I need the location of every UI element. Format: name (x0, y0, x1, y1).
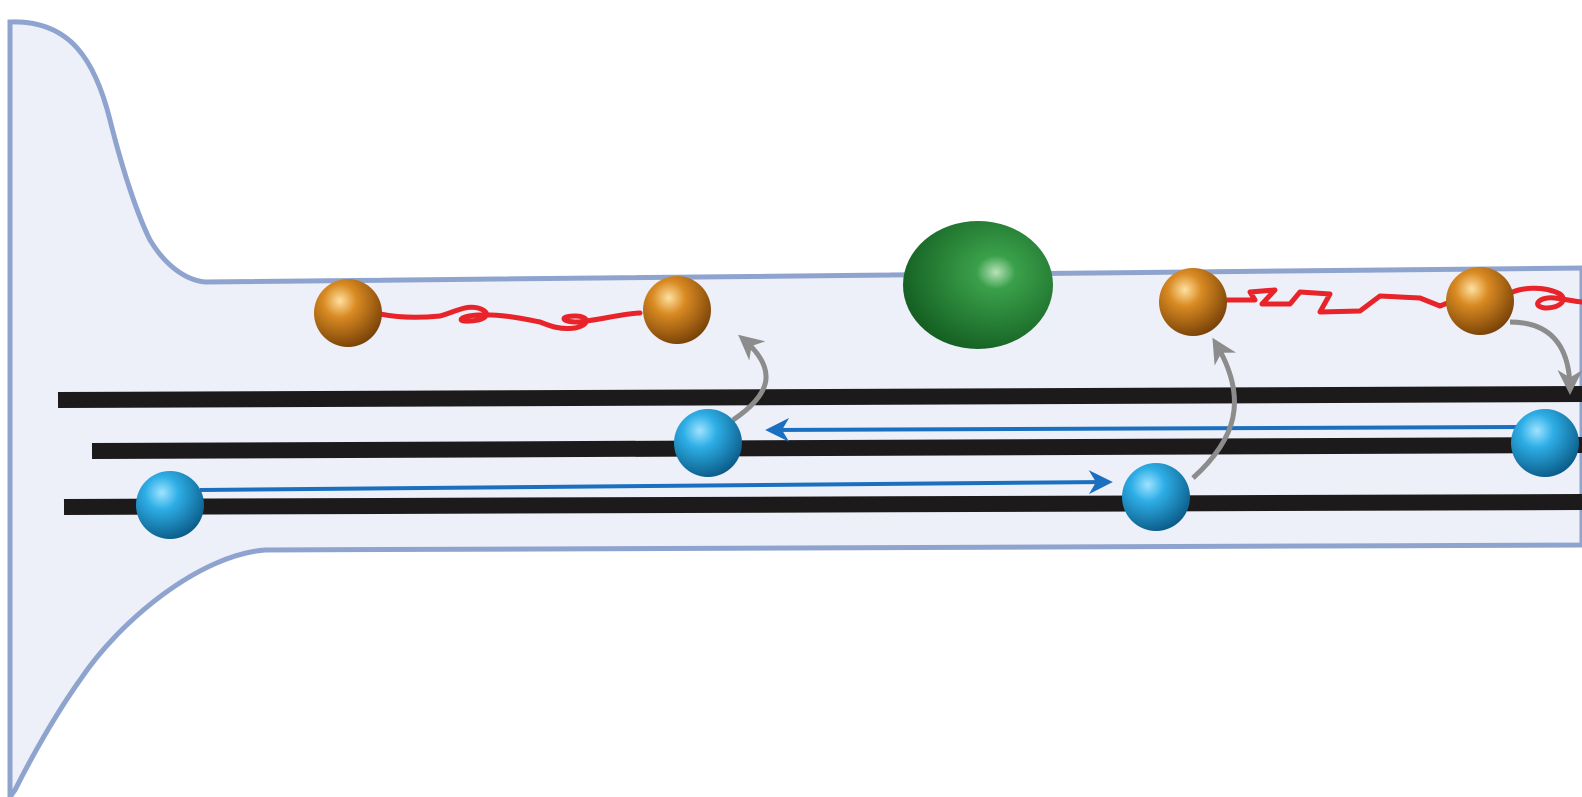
orange-cargo-4 (1446, 267, 1514, 335)
microtubule-middle (92, 445, 1582, 451)
orange-cargo-2 (643, 276, 711, 344)
microtubule-top (58, 394, 1582, 400)
blue-cargo-1 (136, 471, 204, 539)
microtubule-bottom (64, 502, 1582, 507)
blue-cargo-2 (674, 409, 742, 477)
green-organelle (903, 221, 1053, 349)
orange-cargo-3 (1159, 268, 1227, 336)
blue-cargo-4 (1511, 409, 1579, 477)
cell-membrane (10, 22, 1582, 797)
blue-cargo-3 (1122, 463, 1190, 531)
orange-cargo-1 (314, 279, 382, 347)
